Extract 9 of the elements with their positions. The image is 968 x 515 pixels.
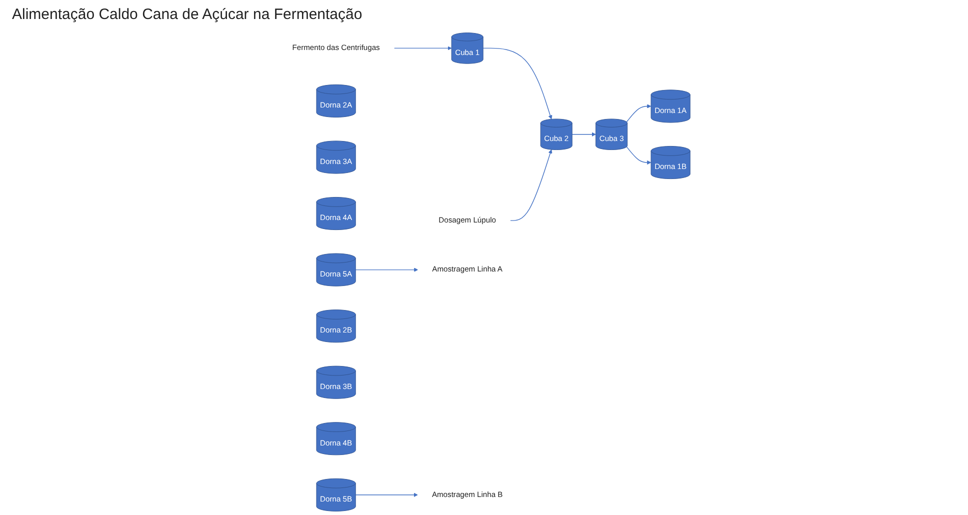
arrow	[394, 46, 452, 50]
arrow	[482, 48, 552, 120]
arrow	[626, 146, 652, 165]
arrow	[572, 132, 596, 136]
note-text: Alimentação Caldo Cana de Açúcar na Fermentação	[12, 6, 364, 23]
arrow	[626, 104, 652, 122]
arrow	[355, 268, 418, 272]
arrow	[355, 492, 418, 497]
arrow	[510, 149, 552, 221]
